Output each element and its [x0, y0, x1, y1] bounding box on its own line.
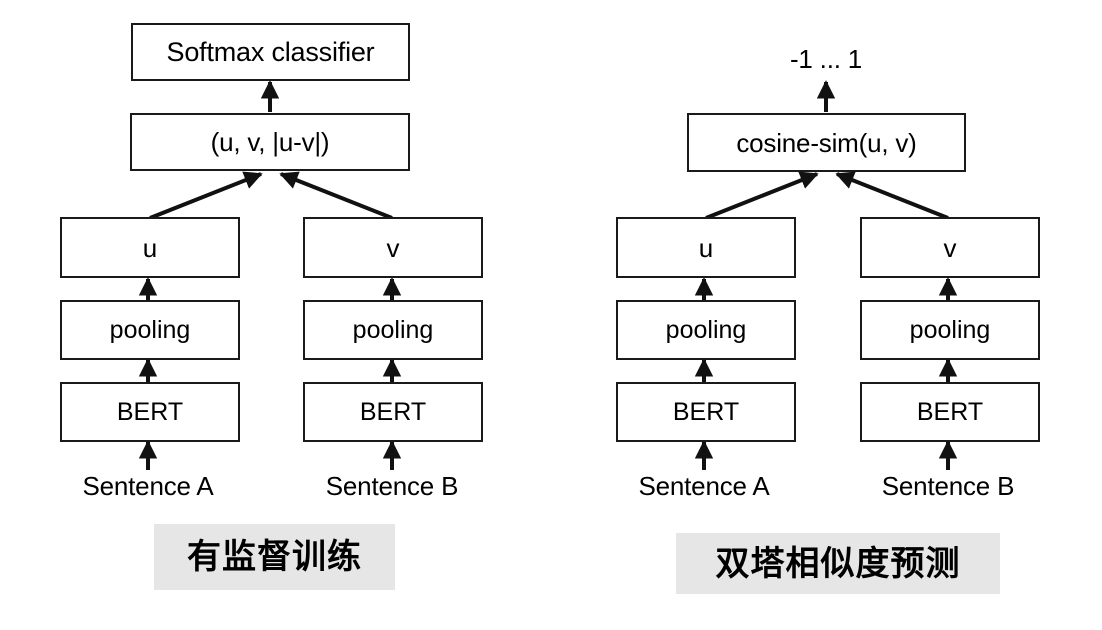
- pooling-a2-label: pooling: [665, 315, 747, 344]
- bert-b2-label: BERT: [916, 397, 984, 426]
- caption-dual-tower-similarity-label: 双塔相似度预测: [715, 544, 961, 583]
- cosine-sim-label: cosine-sim(u, v): [736, 127, 917, 158]
- pooling-a2-box: pooling: [616, 300, 796, 360]
- bert-b-label: BERT: [359, 397, 427, 426]
- sentence-a-text: Sentence A: [82, 471, 214, 501]
- embedding-u2-label: u: [698, 232, 714, 263]
- pooling-b-box: pooling: [303, 300, 483, 360]
- bert-a-box: BERT: [60, 382, 240, 442]
- arrow-u2-to-cosine: [705, 171, 819, 220]
- pooling-b-label: pooling: [352, 315, 434, 344]
- cosine-sim-box: cosine-sim(u, v): [687, 113, 966, 172]
- arrow-v-to-concat: [279, 171, 393, 220]
- sentence-a2-text: Sentence A: [638, 471, 770, 501]
- sentence-b-text: Sentence B: [325, 471, 459, 501]
- caption-dual-tower-similarity: 双塔相似度预测: [676, 533, 1000, 594]
- sentence-b2-text: Sentence B: [881, 471, 1015, 501]
- arrow-u-to-concat: [149, 171, 263, 220]
- arrow-v2-to-cosine: [835, 171, 949, 220]
- bert-b2-box: BERT: [860, 382, 1040, 442]
- pooling-b2-label: pooling: [909, 315, 991, 344]
- caption-supervised-training: 有监督训练: [154, 524, 395, 590]
- bert-a2-label: BERT: [672, 397, 740, 426]
- caption-supervised-training-label: 有监督训练: [187, 538, 362, 576]
- embedding-v-label: v: [386, 232, 400, 263]
- pooling-a-box: pooling: [60, 300, 240, 360]
- embedding-u-box: u: [60, 217, 240, 278]
- score-range-text: -1 ... 1: [789, 44, 863, 74]
- concat-features-label: (u, v, |u-v|): [210, 127, 330, 157]
- softmax-classifier-box: Softmax classifier: [131, 23, 410, 81]
- bert-a2-box: BERT: [616, 382, 796, 442]
- embedding-v2-label: v: [943, 232, 957, 263]
- embedding-u-label: u: [142, 232, 158, 263]
- embedding-u2-box: u: [616, 217, 796, 278]
- pooling-a-label: pooling: [109, 315, 191, 344]
- concat-features-box: (u, v, |u-v|): [130, 113, 410, 171]
- pooling-b2-box: pooling: [860, 300, 1040, 360]
- bert-a-label: BERT: [116, 397, 184, 426]
- embedding-v-box: v: [303, 217, 483, 278]
- softmax-classifier-label: Softmax classifier: [166, 36, 375, 67]
- bert-b-box: BERT: [303, 382, 483, 442]
- embedding-v2-box: v: [860, 217, 1040, 278]
